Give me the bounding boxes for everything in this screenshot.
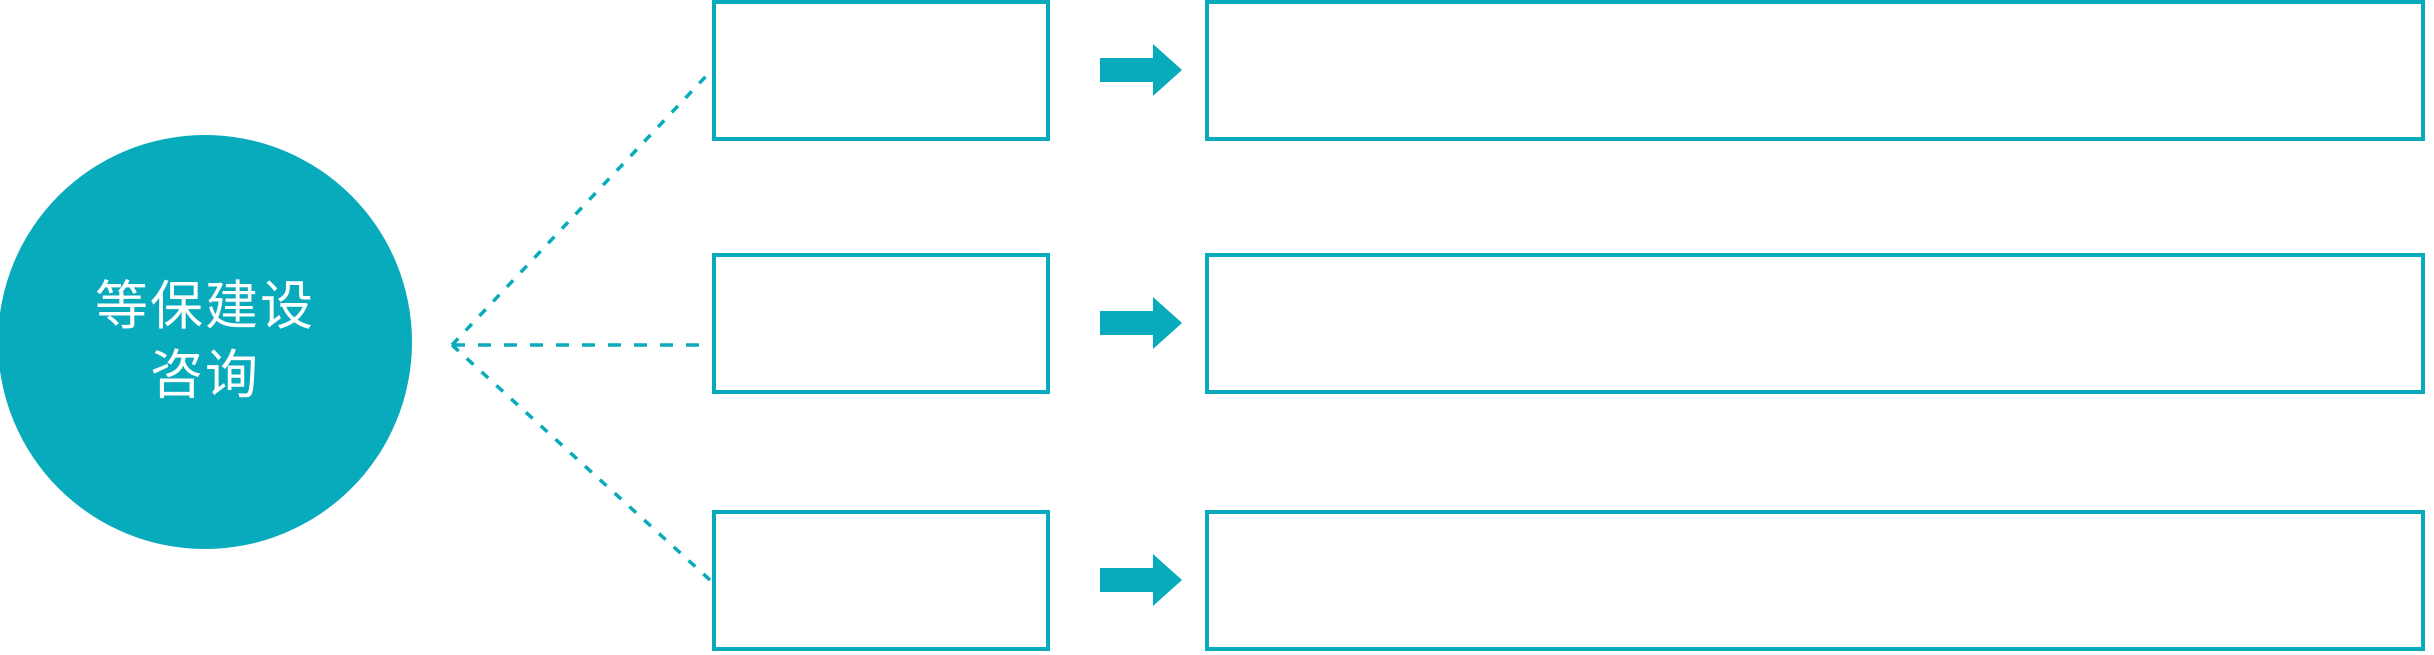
arrow-right-icon <box>1098 279 1184 367</box>
diagram-row <box>0 510 2434 653</box>
arrow-right-icon <box>1098 536 1184 624</box>
label-box-3[interactable] <box>712 510 1050 651</box>
hub-title-line-1: 等保建设 <box>95 277 315 337</box>
label-box-1[interactable] <box>712 0 1050 141</box>
arrow-right-icon <box>1098 26 1184 114</box>
detail-box-3[interactable] <box>1205 510 2425 651</box>
detail-box-2[interactable] <box>1205 253 2425 394</box>
diagram-row <box>0 0 2434 143</box>
detail-box-1[interactable] <box>1205 0 2425 141</box>
diagram-row <box>0 253 2434 396</box>
label-box-2[interactable] <box>712 253 1050 394</box>
hub-title-line-2: 咨询 <box>150 346 260 405</box>
hub-circle[interactable]: 等保建设 咨询 <box>0 135 412 549</box>
